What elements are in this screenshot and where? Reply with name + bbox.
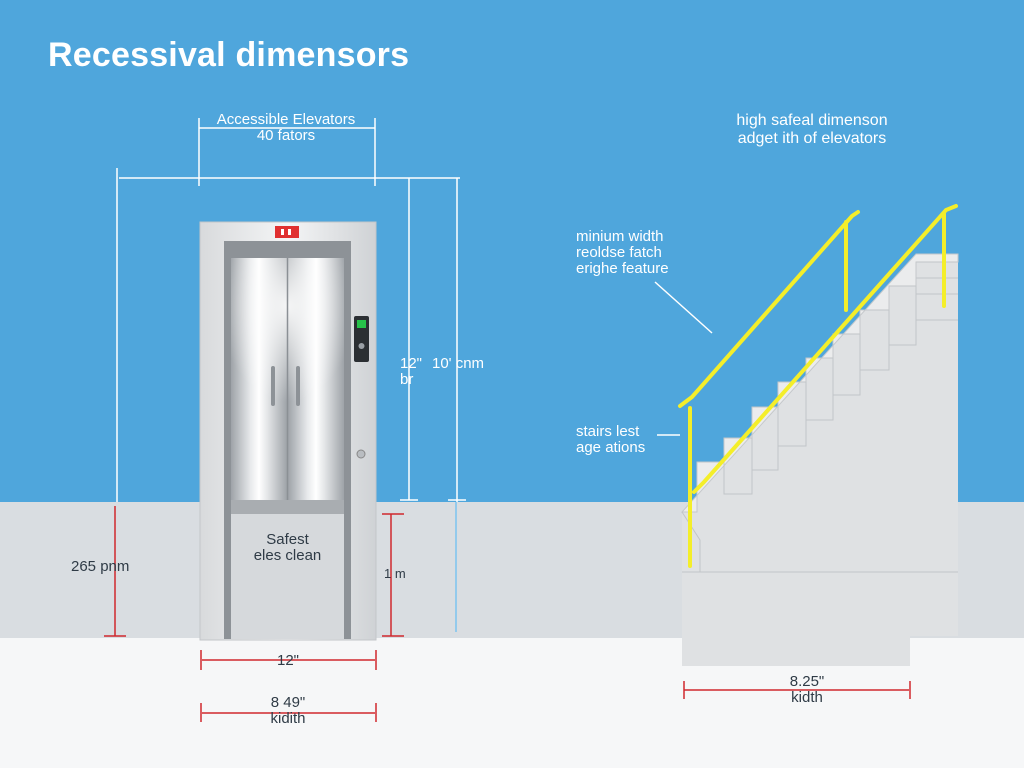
stairs-bottom-label-line2: kidth xyxy=(791,689,823,706)
stairs-header-line1: high safeal dimenson xyxy=(736,112,888,129)
elevator-height-label-right: 10' cnm xyxy=(432,355,485,372)
elevator-key-switch-icon xyxy=(356,449,366,459)
elevator-width-label: 12" xyxy=(276,652,299,669)
stairs-red-dimension xyxy=(683,681,911,699)
stairs-bottom-label: 8.25" kidth xyxy=(747,674,867,706)
elevator-red-dimensions xyxy=(104,506,404,722)
elevator-bottom-label-line2: kidith xyxy=(270,710,306,727)
exit-sign-icon xyxy=(275,226,299,238)
elevator xyxy=(199,221,377,641)
elevator-handle-right xyxy=(296,366,300,406)
elevator-height-label-line2: br xyxy=(400,371,414,388)
stairs-header-label: high safeal dimenson adget ith of elevat… xyxy=(712,112,912,148)
stairs-callout-label: minium width reoldse fatch erighe featur… xyxy=(576,229,669,277)
stairs-callout-line2: reoldse fatch xyxy=(576,244,662,261)
elevator-door-panel-line1: Safest xyxy=(266,531,309,548)
elevator-left-dimension-label: 265 pnm xyxy=(71,558,130,575)
stairs-callout-line1: minium width xyxy=(576,228,664,245)
page-title: Recessival dimensors xyxy=(48,36,410,74)
elevator-right-small-label: 1 m xyxy=(384,566,406,581)
stairs-header-line2: adget ith of elevators xyxy=(737,130,887,147)
stairs-callout-line3: erighe feature xyxy=(576,260,669,277)
stairs-side-label: stairs lest age ations xyxy=(576,424,645,456)
elevator-threshold xyxy=(231,500,344,514)
elevator-door-panel-line2: eles clean xyxy=(253,547,322,564)
elevator-height-label-line1: 12" xyxy=(400,355,423,372)
elevator-white-dimensions xyxy=(116,118,466,502)
elevator-bottom-label-line1: 8 49" xyxy=(270,694,306,711)
elevator-call-panel-icon xyxy=(354,316,369,362)
elevator-height-label: 12" br xyxy=(400,356,422,388)
elevator-door-panel-label: Safest eles clean xyxy=(231,532,344,564)
stair-step-lines xyxy=(681,261,958,573)
callout-arrows xyxy=(654,281,713,436)
stairs-side-line2: age ations xyxy=(576,439,646,456)
handrail xyxy=(678,204,958,568)
elevator-top-label: Accessible Elevators 40 fators xyxy=(196,112,376,144)
elevator-top-label-line2: 40 fators xyxy=(256,127,316,144)
stairs-bottom-label-line1: 8.25" xyxy=(789,673,825,690)
elevator-handle-left xyxy=(271,366,275,406)
elevator-bottom-label: 8 49" kidith xyxy=(228,695,348,727)
stairs xyxy=(654,204,959,666)
elevator-top-label-line1: Accessible Elevators xyxy=(216,111,356,128)
stairs-side-line1: stairs lest xyxy=(576,423,640,440)
elevator-lower-panel xyxy=(231,514,344,639)
